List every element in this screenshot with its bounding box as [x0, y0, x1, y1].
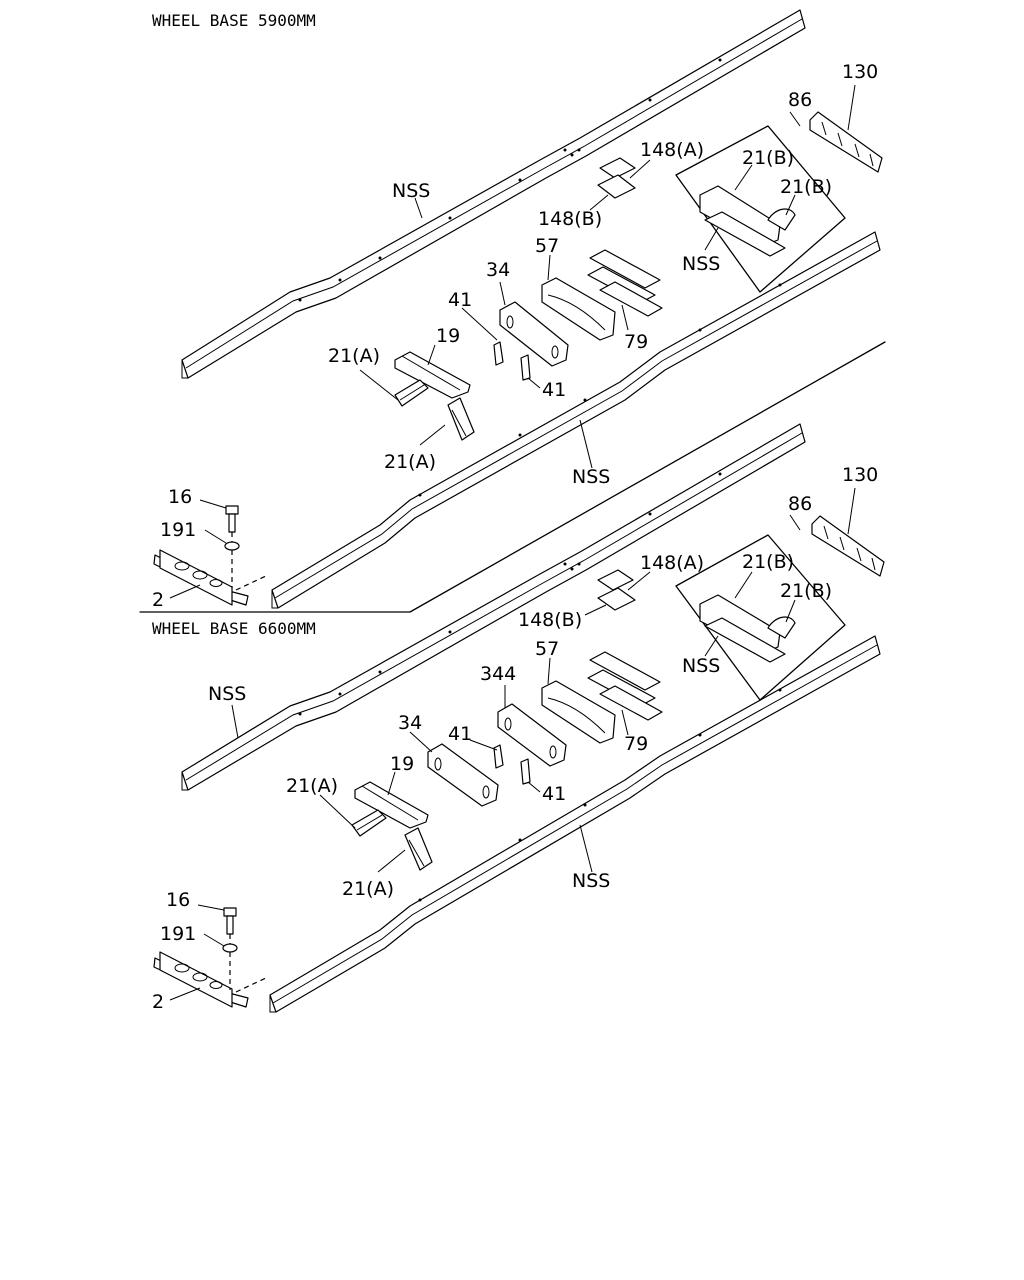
part-79-plates — [587, 651, 663, 721]
label-2: 2 — [152, 991, 164, 1013]
label-148b: 148(B) — [538, 208, 602, 230]
label-21b-2: 21(B) — [780, 176, 832, 198]
label-79: 79 — [624, 331, 648, 353]
part-41-bracket-1 — [493, 341, 504, 366]
part-148a-plate — [597, 569, 634, 591]
section-wheelbase-6600: WHEEL BASE 6600MM — [152, 423, 885, 1013]
label-34: 34 — [398, 712, 422, 734]
leader-lines — [169, 84, 856, 599]
label-130: 130 — [842, 61, 878, 83]
part-86-inset — [675, 534, 846, 701]
part-34-crossmember — [499, 301, 569, 367]
lower-side-rail — [271, 231, 881, 609]
part-2-front-crossmember — [153, 549, 269, 606]
label-nss-upper-rail: NSS — [208, 683, 246, 705]
label-148a: 148(A) — [640, 139, 704, 161]
part-344-crossmember — [497, 703, 567, 767]
upper-side-rail — [181, 423, 806, 791]
label-41-1: 41 — [448, 289, 472, 311]
label-191: 191 — [160, 923, 196, 945]
part-21a-bracket-2 — [447, 397, 475, 441]
part-2-front-crossmember — [153, 951, 269, 1008]
upper-side-rail — [181, 9, 806, 379]
label-2: 2 — [152, 589, 164, 611]
label-21a-1: 21(A) — [328, 345, 380, 367]
section-wheelbase-5900: WHEEL BASE 5900MM — [139, 9, 886, 613]
label-148b: 148(B) — [518, 609, 582, 631]
label-21a-1: 21(A) — [286, 775, 338, 797]
part-130-rear-crossmember — [809, 111, 883, 173]
part-16-bolt — [225, 505, 239, 588]
label-41-2: 41 — [542, 379, 566, 401]
label-86: 86 — [788, 493, 812, 515]
label-nss-inset: NSS — [682, 655, 720, 677]
label-16: 16 — [168, 486, 192, 508]
part-19-crossmember — [394, 351, 471, 399]
label-nss-lower-rail: NSS — [572, 870, 610, 892]
label-344: 344 — [480, 663, 516, 685]
label-148a: 148(A) — [640, 552, 704, 574]
part-148b-plate — [597, 174, 636, 199]
section-title: WHEEL BASE 5900MM — [152, 11, 316, 30]
label-19: 19 — [436, 325, 460, 347]
part-16-bolt — [223, 907, 237, 990]
label-21b-1: 21(B) — [742, 551, 794, 573]
part-41-bracket-2 — [520, 758, 531, 785]
part-130-rear-crossmember — [811, 515, 885, 577]
part-41-bracket-1 — [493, 744, 504, 769]
label-21a-2: 21(A) — [342, 878, 394, 900]
part-57-crossmember — [541, 277, 616, 341]
part-21a-bracket-2 — [404, 827, 433, 871]
part-148a-plate — [599, 157, 636, 179]
part-148b-plate — [597, 587, 636, 611]
part-191-washer — [224, 541, 240, 551]
label-57: 57 — [535, 235, 559, 257]
label-21a-2: 21(A) — [384, 451, 436, 473]
lower-side-rail — [269, 635, 881, 1013]
section-title: WHEEL BASE 6600MM — [152, 619, 316, 638]
label-130: 130 — [842, 464, 878, 486]
label-41-2: 41 — [542, 783, 566, 805]
section-divider — [139, 341, 886, 613]
label-34: 34 — [486, 259, 510, 281]
part-21a-bracket-1 — [394, 379, 429, 407]
label-16: 16 — [166, 889, 190, 911]
label-21b-2: 21(B) — [780, 580, 832, 602]
part-19-crossmember — [354, 781, 429, 829]
leader-lines — [169, 487, 856, 1001]
part-34-crossmember — [427, 743, 499, 807]
label-79: 79 — [624, 733, 648, 755]
part-41-bracket-2 — [520, 354, 531, 381]
part-86-inset — [675, 125, 846, 293]
label-86: 86 — [788, 89, 812, 111]
label-41-1: 41 — [448, 723, 472, 745]
part-191-washer — [222, 943, 238, 953]
label-57: 57 — [535, 638, 559, 660]
label-191: 191 — [160, 519, 196, 541]
part-21a-bracket-1 — [351, 809, 387, 837]
label-nss-lower-rail: NSS — [572, 466, 610, 488]
part-79-plates — [587, 249, 663, 317]
label-nss-inset: NSS — [682, 253, 720, 275]
label-nss-upper-rail: NSS — [392, 180, 430, 202]
part-57-crossmember — [541, 680, 616, 744]
label-19: 19 — [390, 753, 414, 775]
label-21b-1: 21(B) — [742, 147, 794, 169]
